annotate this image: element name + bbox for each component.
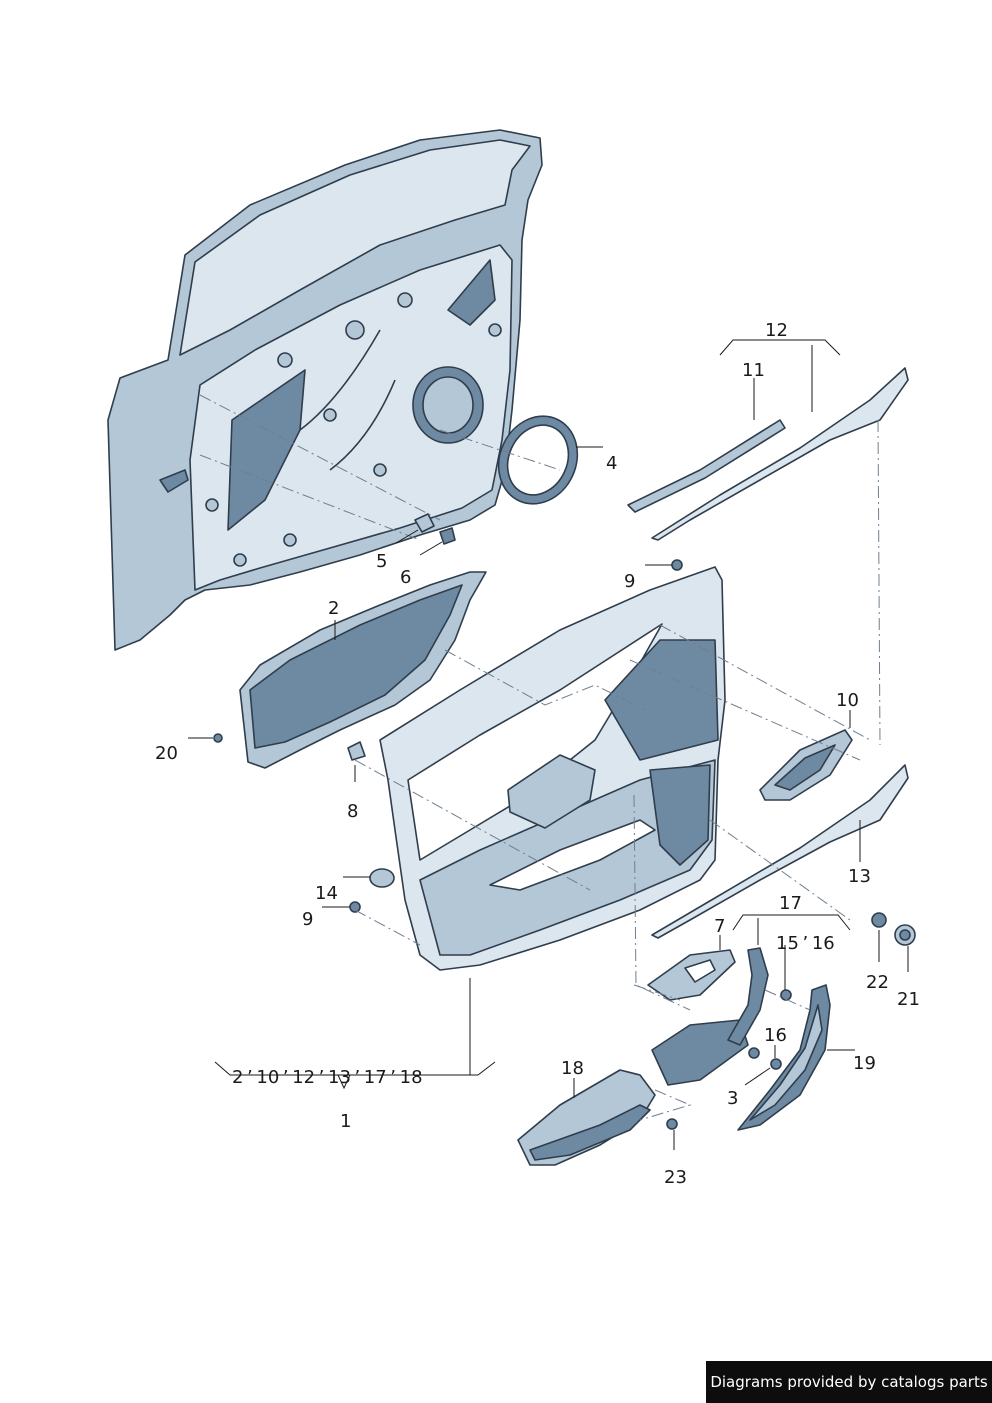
screw-23: [666, 1118, 678, 1130]
clip-15: [780, 989, 792, 1001]
callout-1: 1: [340, 1111, 351, 1132]
callout-10: 10: [836, 690, 859, 711]
callout-4: 4: [606, 453, 617, 474]
callout-9-upper: 9: [624, 571, 635, 592]
nut-9-upper: [671, 559, 683, 571]
cap-21: [894, 924, 916, 946]
clip-8: [347, 741, 366, 761]
door-trim-panel: [379, 566, 726, 971]
callout-7: 7: [714, 916, 725, 937]
callout-9-lower: 9: [302, 909, 313, 930]
callout-8: 8: [347, 801, 358, 822]
callout-17: 17: [779, 893, 802, 914]
callout-15-16: 15 ’ 16: [776, 933, 835, 954]
callout-12: 12: [765, 320, 788, 341]
callout-18: 18: [561, 1058, 584, 1079]
callout-19: 19: [853, 1053, 876, 1074]
callout-22: 22: [866, 972, 889, 993]
insulation-panel: [239, 571, 487, 769]
callout-13: 13: [848, 866, 871, 887]
assembly-lines: [199, 394, 881, 1121]
speaker-seal-ring: [497, 415, 579, 505]
cap-22: [871, 912, 887, 928]
screw-16: [770, 1058, 782, 1070]
pull-handle-cover: [737, 984, 831, 1131]
trim-strip-11: [627, 419, 786, 513]
trim-strip-13: [651, 764, 909, 939]
clip-6: [439, 527, 456, 545]
callout-20: 20: [155, 743, 178, 764]
trim-strip-12: [651, 367, 909, 541]
plug-14: [369, 868, 395, 888]
watermark-badge: Diagrams provided by catalogs parts: [706, 1361, 992, 1403]
callout-14: 14: [315, 883, 338, 904]
callout-5: 5: [376, 551, 387, 572]
callout-11: 11: [742, 360, 765, 381]
callout-6: 6: [400, 567, 411, 588]
screw-3: [748, 1047, 760, 1059]
callout-2: 2: [328, 598, 339, 619]
leader-lines: [188, 339, 909, 1150]
callout-23: 23: [664, 1167, 687, 1188]
callout-16: 16: [764, 1025, 787, 1046]
inner-door-handle: [759, 729, 853, 801]
bracket-15-16: [727, 947, 769, 1046]
callout-1-group: 2 ’ 10 ’ 12 ’ 13 ’ 17 ’ 18: [232, 1067, 423, 1088]
spring-nut-20: [213, 733, 223, 743]
clip-5: [414, 513, 435, 533]
callout-labels: 2 ’ 10 ’ 12 ’ 13 ’ 17 ’ 18 1 2 3 4 5 6 7…: [155, 320, 920, 1188]
armrest: [517, 1069, 656, 1166]
callout-21: 21: [897, 989, 920, 1010]
switch-housing: [651, 1019, 749, 1086]
callout-3: 3: [727, 1088, 738, 1109]
switch-bezel: [647, 949, 736, 1001]
door-shell: [107, 129, 543, 651]
